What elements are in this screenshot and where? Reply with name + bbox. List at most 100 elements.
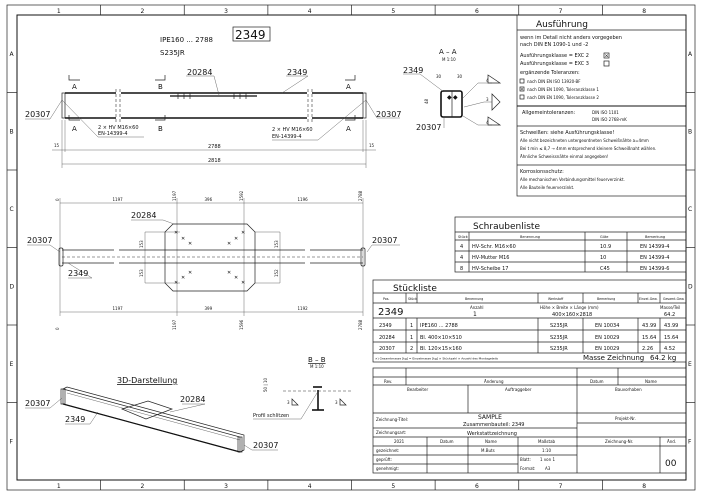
welding-note: Bei t min ≤ 8,7 → 4mm entsprechend klein…	[520, 146, 656, 151]
mass-footnote: ×) Gesamtmasse [kg] = Einzelmasse [kg] ×…	[375, 357, 498, 361]
ordinate-text: 0	[55, 327, 60, 330]
section-a-marker: A	[346, 125, 351, 133]
table-cell: EN 14399-4	[640, 255, 669, 261]
dimension-text: 153	[274, 240, 279, 248]
table-cell: 43.99	[642, 323, 656, 329]
name-column: Name	[485, 439, 497, 444]
assembly-dims: 400×160×2818	[552, 312, 592, 318]
dimension-text: 30	[436, 74, 442, 79]
table-cell: 10	[600, 255, 606, 261]
column-zone-label: 6	[475, 8, 479, 15]
beam-label: 2349	[68, 269, 88, 278]
end-plate-label-left: 20307	[25, 399, 50, 408]
column-header: Werkstoff	[548, 297, 564, 301]
project-number-label: Projekt-Nr.	[615, 416, 636, 421]
section-a-a: A – A M 1:10 ◆◆ 2349 20307 30 30 48 4 3 …	[403, 48, 502, 132]
svg-text:✕: ✕	[188, 241, 192, 247]
client-label: Auftraggeber	[505, 387, 532, 392]
column-zone-label: 2	[140, 483, 144, 490]
total-mass: 64.2 kg	[650, 354, 676, 362]
table-cell: 2349	[379, 323, 392, 329]
bolt-note: 2 × HV M16×60	[98, 125, 139, 131]
dimension-text: 153	[139, 269, 144, 277]
drawing-type: Werkstattzeichnung	[467, 431, 517, 437]
table-cell: 1	[410, 335, 413, 341]
column-header: Pos.	[383, 297, 389, 301]
plate-outline	[164, 223, 256, 292]
column-zone-label: 1	[57, 483, 61, 490]
exc2-checkbox[interactable]	[603, 52, 610, 59]
section-title: A – A	[439, 48, 457, 56]
dimension-text: 1192	[298, 306, 309, 311]
dimension-text: 1196	[298, 197, 309, 202]
column-header: Bemerkung	[597, 297, 615, 301]
table-cell: HV-Schr. M16×60	[472, 244, 516, 250]
approved-label: genehmigt:	[376, 466, 399, 471]
plate-label: 20284	[187, 68, 212, 77]
table-cell: HV-Scheibe 17	[472, 266, 508, 272]
view-3d: 3D-Darstellung 20307 20284 2349 20307	[25, 376, 278, 453]
weld-size: 3	[287, 400, 290, 405]
exc3-label: Ausführungsklasse = EXC 3	[520, 61, 589, 67]
table-cell: EN 14399-4	[640, 244, 669, 250]
row-zone-label: C	[10, 206, 14, 213]
column-zone-label: 8	[642, 483, 646, 490]
dimension-text: 15	[369, 143, 375, 148]
beam-label: 2349	[65, 415, 85, 424]
svg-text:✕: ✕	[181, 275, 185, 281]
column-zone-label: 8	[642, 8, 646, 15]
tolerance-checkbox[interactable]	[519, 86, 525, 92]
svg-text:✕: ✕	[241, 280, 245, 286]
svg-text:✕: ✕	[227, 270, 231, 276]
table-cell: 15.64	[642, 335, 656, 341]
end-plate-label-right: 20307	[253, 441, 278, 450]
svg-text:✕: ✕	[174, 280, 178, 286]
execution-text: wenn im Detail nicht anders vorgegeben	[520, 35, 622, 41]
column-zone-label: 7	[559, 483, 563, 490]
execution-notes: Ausführung wenn im Detail nicht anders v…	[516, 14, 687, 197]
table-cell: IPE160 ... 2788	[420, 323, 458, 329]
tolerance-checkbox[interactable]	[519, 94, 525, 100]
welding-note: Schweißen: siehe Ausführungsklasse!	[520, 130, 614, 136]
bolt-standard: EN-14399-4	[98, 131, 128, 137]
table-cell: 4	[460, 244, 463, 250]
revision-value: 00	[665, 459, 677, 469]
bolt-note: 2 × HV M16×60	[272, 127, 313, 133]
title-block: Rev. Änderung Datum Name Bearbeiter Auft…	[372, 367, 687, 474]
tolerance-checkbox[interactable]	[519, 78, 525, 84]
table-cell: S235JR	[550, 335, 568, 341]
sheet-value: 1 von 1	[540, 457, 555, 462]
assembly-count-label: Anzahl	[470, 305, 483, 310]
dimension-text: 1197	[113, 306, 124, 311]
column-header: Stück	[408, 297, 417, 301]
assembly-dims-label: Höhe × Breite × Länge (mm)	[540, 305, 599, 310]
row-zone-label: B	[10, 128, 14, 135]
end-plate-label: 20307	[416, 123, 441, 132]
dimension-text: 15	[54, 143, 60, 148]
table-cell: S235JR	[550, 346, 568, 352]
svg-text:✕: ✕	[234, 236, 238, 242]
ordinate-text: 1592	[239, 190, 244, 201]
beam-label: 2349	[403, 66, 423, 75]
table-cell: 20307	[379, 346, 395, 352]
assembly-position: 2349	[378, 307, 403, 318]
exc2-label: Ausführungsklasse = EXC 2	[520, 53, 589, 59]
corrosion-note: Alle Bauteile feuerverzinkt.	[520, 185, 574, 190]
svg-text:◆: ◆	[453, 94, 458, 101]
table-cell: 4.52	[664, 346, 675, 352]
date-header: Datum	[590, 379, 604, 384]
table-cell: EN 10029	[595, 346, 619, 352]
exc3-checkbox[interactable]	[603, 60, 610, 67]
row-zone-label: D	[10, 283, 15, 290]
column-header: Bemerkung	[645, 235, 665, 239]
column-header: Benennung	[520, 235, 540, 239]
ordinate-text: 1197	[172, 319, 177, 330]
column-zone-label: 4	[308, 483, 312, 490]
column-header: Stück	[458, 235, 469, 239]
view-3d-title: 3D-Darstellung	[117, 376, 177, 385]
end-plate-label-left: 20307	[27, 236, 52, 245]
